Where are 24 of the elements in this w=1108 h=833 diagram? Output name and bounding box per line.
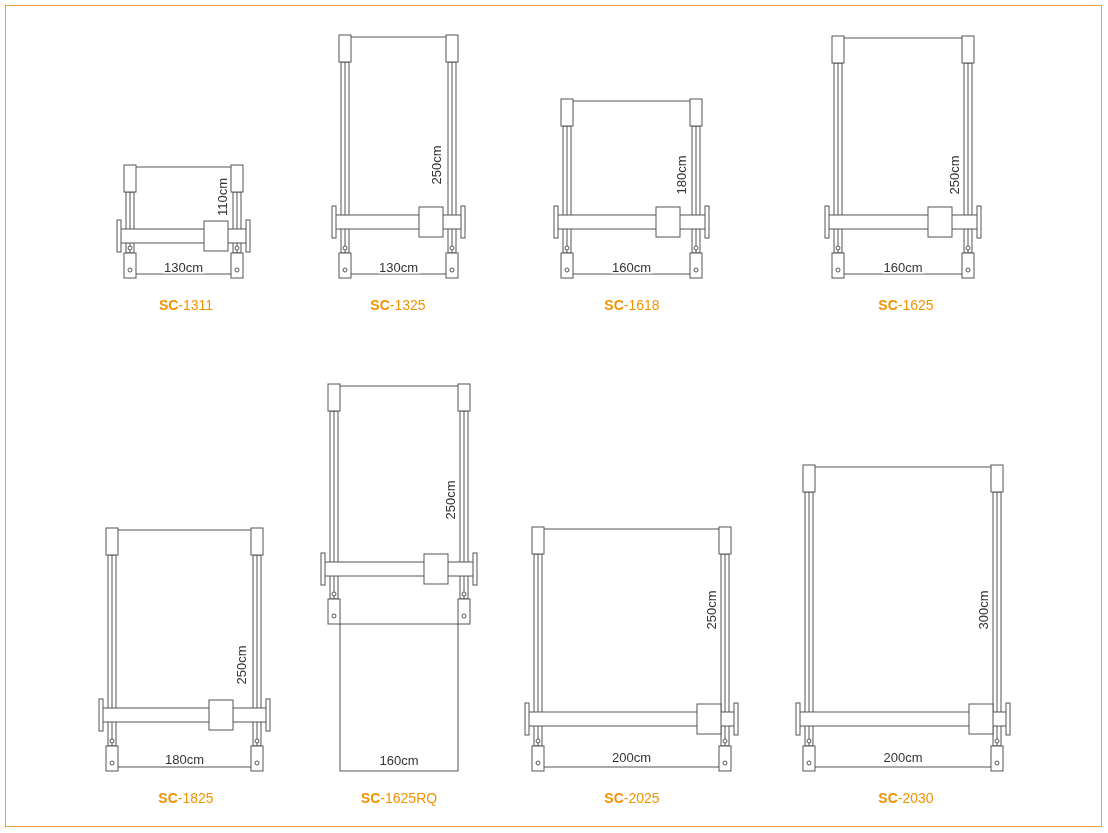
- height-dimension: 180cm: [674, 154, 688, 196]
- model-name: SC-2025: [604, 791, 660, 805]
- height-dimension: 250cm: [429, 144, 443, 186]
- width-dimension: 160cm: [611, 260, 652, 274]
- width-dimension: 160cm: [378, 753, 420, 767]
- width-dimension: 200cm: [611, 750, 652, 764]
- height-dimension: 250cm: [234, 644, 248, 686]
- height-dimension: 250cm: [443, 479, 457, 521]
- width-dimension: 180cm: [164, 752, 205, 766]
- model-name: SC-1825: [158, 791, 214, 805]
- width-dimension: 200cm: [882, 750, 924, 764]
- model-name: SC-1618: [604, 298, 660, 312]
- width-dimension: 130cm: [378, 260, 419, 274]
- model-name: SC-1625: [878, 298, 934, 312]
- model-name: SC-1325: [370, 298, 426, 312]
- height-dimension: 110cm: [215, 176, 229, 218]
- model-name: SC-1311: [158, 298, 214, 312]
- height-dimension: 250cm: [704, 589, 718, 631]
- width-dimension: 130cm: [163, 260, 204, 274]
- height-dimension: 250cm: [947, 154, 961, 196]
- height-dimension: 300cm: [976, 589, 990, 631]
- model-name: SC-1625RQ: [360, 791, 438, 805]
- width-dimension: 160cm: [882, 260, 924, 274]
- model-name: SC-2030: [878, 791, 934, 805]
